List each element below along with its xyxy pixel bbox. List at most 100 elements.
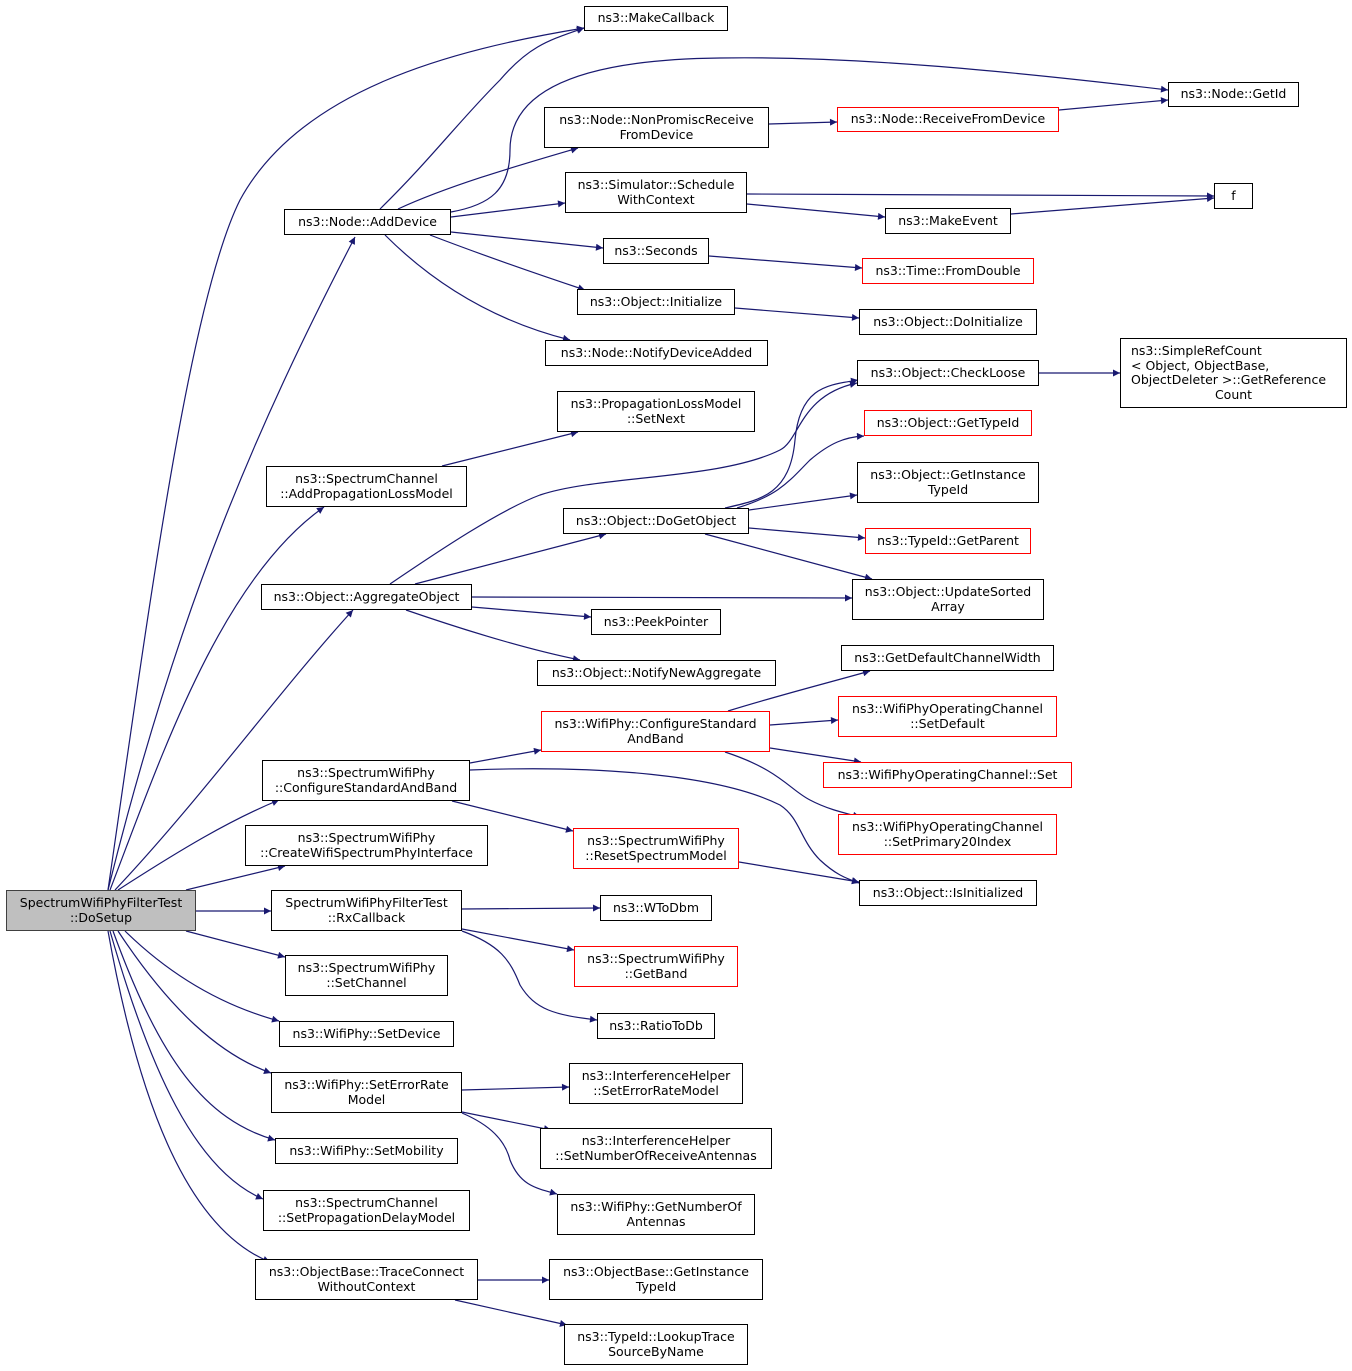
edge-add-device-to-notify-added xyxy=(384,234,571,342)
node-spectrum-wifiphy-set-channel[interactable]: ns3::SpectrumWifiPhy::SetChannel xyxy=(285,955,448,996)
edge-make-event-to-f xyxy=(1010,195,1215,215)
edge-do-get-object-to-get-type-id xyxy=(736,432,865,509)
node-f[interactable]: f xyxy=(1214,183,1253,209)
node-make-event[interactable]: ns3::MakeEvent xyxy=(885,208,1011,234)
node-interference-set-number-receive-antennas[interactable]: ns3::InterferenceHelper::SetNumberOfRece… xyxy=(540,1128,772,1169)
node-wifiphy-set-mobility[interactable]: ns3::WifiPhy::SetMobility xyxy=(275,1138,458,1164)
node-spectrum-wifiphy-create-interface[interactable]: ns3::SpectrumWifiPhy::CreateWifiSpectrum… xyxy=(245,825,488,866)
edge-root-to-set-device xyxy=(124,930,280,1023)
edge-root-to-set-error-rate xyxy=(117,930,272,1074)
edge-rx-callback-to-ratio-to-db xyxy=(461,930,598,1023)
edge-rx-callback-to-get-band xyxy=(461,928,575,953)
edge-add-device-to-initialize xyxy=(429,234,586,292)
node-node-receive-from-device[interactable]: ns3::Node::ReceiveFromDevice xyxy=(837,107,1059,132)
edge-aggregate-to-notify-new-aggregate xyxy=(405,609,581,663)
node-node-get-id[interactable]: ns3::Node::GetId xyxy=(1168,82,1299,107)
edge-set-error-rate-to-rx-antennas xyxy=(461,1111,552,1133)
node-wifiphy-set-device[interactable]: ns3::WifiPhy::SetDevice xyxy=(279,1021,454,1047)
edge-do-get-object-to-check-loose xyxy=(724,377,859,509)
node-node-notify-device-added[interactable]: ns3::Node::NotifyDeviceAdded xyxy=(545,340,768,366)
edge-aggregate-to-do-get-object xyxy=(414,532,607,585)
edge-trace-connect-to-lookup-trace xyxy=(454,1299,568,1327)
node-object-do-get-object[interactable]: ns3::Object::DoGetObject xyxy=(563,508,749,534)
edge-add-device-to-get-id xyxy=(450,57,1169,213)
edge-add-device-to-seconds xyxy=(450,231,604,251)
edge-wifiphy-configure-to-default-width xyxy=(727,669,871,712)
node-spectrum-wifiphy-configure-standard-and-band[interactable]: ns3::SpectrumWifiPhy::ConfigureStandardA… xyxy=(262,760,470,801)
node-object-is-initialized[interactable]: ns3::Object::IsInitialized xyxy=(859,880,1037,906)
edge-root-to-trace-connect xyxy=(107,930,271,1263)
edge-root-to-configure-standard xyxy=(117,799,280,891)
node-propagation-loss-set-next[interactable]: ns3::PropagationLossModel::SetNext xyxy=(557,391,755,432)
edge-wifiphy-configure-to-set xyxy=(769,747,862,765)
edge-set-error-rate-to-interference-model xyxy=(461,1083,570,1091)
edge-root-to-add-device xyxy=(107,236,356,891)
edge-aggregate-to-check-loose xyxy=(389,381,858,585)
edge-root-to-set-channel xyxy=(185,930,286,959)
edge-add-propagation-loss-to-set-next xyxy=(441,430,579,467)
edge-add-device-to-make-callback xyxy=(379,27,585,210)
edge-set-error-rate-to-number-of-antennas xyxy=(461,1112,558,1196)
node-make-callback[interactable]: ns3::MakeCallback xyxy=(584,6,728,31)
node-peek-pointer[interactable]: ns3::PeekPointer xyxy=(591,609,721,635)
edge-reset-model-to-is-initialized xyxy=(738,861,860,885)
edge-initialize-to-do-initialize xyxy=(734,307,860,321)
edge-root-to-aggregate-object xyxy=(114,609,354,891)
node-node-add-device[interactable]: ns3::Node::AddDevice xyxy=(284,209,451,235)
edge-schedule-to-f xyxy=(746,192,1215,200)
edge-aggregate-to-update-sorted xyxy=(471,594,853,602)
edge-do-get-object-to-get-instance-type-id xyxy=(748,492,858,511)
node-operating-channel-set-primary20-index[interactable]: ns3::WifiPhyOperatingChannel::SetPrimary… xyxy=(838,814,1057,855)
node-object-do-initialize[interactable]: ns3::Object::DoInitialize xyxy=(859,309,1037,335)
edge-do-get-object-to-update-sorted xyxy=(704,533,873,581)
edge-wifiphy-configure-to-set-default xyxy=(769,717,839,726)
node-spectrum-wifiphy-reset-spectrum-model[interactable]: ns3::SpectrumWifiPhy::ResetSpectrumModel xyxy=(573,828,739,869)
edge-rx-callback-to-w-to-dbm xyxy=(461,904,601,912)
node-seconds[interactable]: ns3::Seconds xyxy=(603,238,709,264)
node-ratio-to-db[interactable]: ns3::RatioToDb xyxy=(597,1013,715,1039)
node-object-aggregate-object[interactable]: ns3::Object::AggregateObject xyxy=(261,584,472,610)
node-time-from-double[interactable]: ns3::Time::FromDouble xyxy=(862,258,1034,284)
edge-root-to-add-propagation-loss xyxy=(109,506,325,891)
node-object-get-type-id[interactable]: ns3::Object::GetTypeId xyxy=(864,410,1032,436)
edge-root-to-make-callback xyxy=(107,25,585,891)
node-get-default-channel-width[interactable]: ns3::GetDefaultChannelWidth xyxy=(841,645,1054,671)
node-spectrum-channel-set-propagation-delay-model[interactable]: ns3::SpectrumChannel::SetPropagationDela… xyxy=(263,1190,470,1231)
node-filter-test-rx-callback[interactable]: SpectrumWifiPhyFilterTest::RxCallback xyxy=(271,890,462,931)
edge-aggregate-to-peek-pointer xyxy=(471,606,592,620)
node-object-notify-new-aggregate[interactable]: ns3::Object::NotifyNewAggregate xyxy=(537,660,776,686)
node-object-check-loose[interactable]: ns3::Object::CheckLoose xyxy=(857,360,1039,386)
edge-root-to-create-interface xyxy=(185,864,286,891)
node-object-initialize[interactable]: ns3::Object::Initialize xyxy=(577,289,735,315)
node-spectrum-wifiphy-get-band[interactable]: ns3::SpectrumWifiPhy::GetBand xyxy=(574,946,738,987)
node-w-to-dbm[interactable]: ns3::WToDbm xyxy=(600,895,712,921)
edge-configure-standard-to-is-initialized xyxy=(469,768,860,884)
node-operating-channel-set[interactable]: ns3::WifiPhyOperatingChannel::Set xyxy=(823,762,1072,788)
node-simple-ref-count[interactable]: ns3::SimpleRefCount< Object, ObjectBase,… xyxy=(1120,338,1347,408)
edge-receive-from-device-to-get-id xyxy=(1058,97,1169,111)
edge-do-get-object-to-get-parent xyxy=(748,527,866,541)
edge-schedule-to-make-event xyxy=(746,203,886,220)
edge-non-promisc-to-receive-from-device xyxy=(768,118,838,126)
node-operating-channel-set-default[interactable]: ns3::WifiPhyOperatingChannel::SetDefault xyxy=(838,696,1057,737)
edge-seconds-to-from-double xyxy=(708,255,863,271)
edge-wifiphy-configure-to-set-primary20 xyxy=(724,751,861,819)
edge-root-to-set-delay-model xyxy=(109,930,264,1200)
node-typeid-get-parent[interactable]: ns3::TypeId::GetParent xyxy=(865,528,1031,554)
edge-add-device-to-schedule xyxy=(450,200,566,218)
node-interference-set-error-rate-model[interactable]: ns3::InterferenceHelper::SetErrorRateMod… xyxy=(569,1063,743,1104)
edge-configure-standard-to-reset-model xyxy=(451,800,574,833)
node-spectrum-channel-add-propagation-loss-model[interactable]: ns3::SpectrumChannel::AddPropagationLoss… xyxy=(266,466,467,507)
